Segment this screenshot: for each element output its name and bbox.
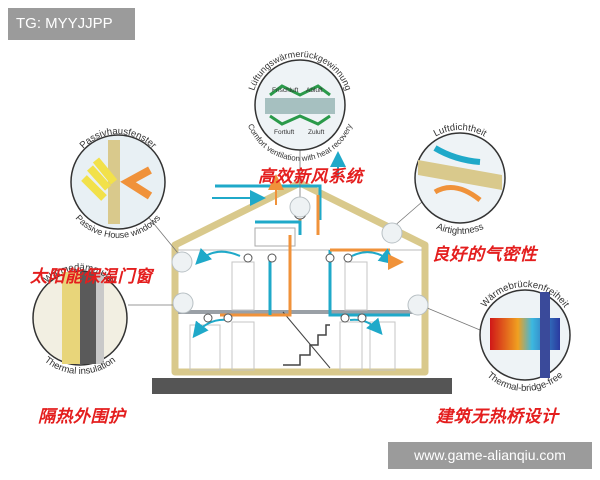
abluft-label: Abluft (306, 87, 323, 94)
label-ventilation: 高效新风系统 (258, 167, 363, 187)
airtight-top-label: Luftdichtheit (432, 122, 489, 139)
bottom-right-watermark: www.game-alianqiu.com (388, 442, 592, 469)
svg-text:Airtightness: Airtightness (435, 221, 486, 237)
air-ducts (215, 184, 410, 317)
zuluft-label: Zuluft (308, 129, 324, 136)
circle-passive-window (70, 134, 166, 230)
airtight-bottom-label: Airtightness (435, 221, 486, 237)
circle-thermal-bridge-free (479, 289, 571, 381)
circle-heat-recovery (254, 59, 346, 151)
top-left-watermark: TG: MYYJJPP (8, 8, 135, 40)
ground-slab (152, 378, 452, 394)
svg-text:Luftdichtheit: Luftdichtheit (432, 122, 489, 139)
label-airtight: 良好的气密性 (432, 245, 537, 265)
fortluft-label: Fortluft (274, 129, 294, 136)
circle-airtightness (414, 132, 506, 224)
callout-dots (171, 196, 429, 316)
label-insulation: 隔热外围护 (38, 407, 126, 427)
label-thermal-bridge: 建筑无热桥设计 (436, 407, 559, 427)
label-window: 太阳能保温门窗 (30, 267, 153, 287)
frischluft-label: Frischluft (272, 87, 299, 94)
circle-thermal-insulation (32, 270, 128, 366)
